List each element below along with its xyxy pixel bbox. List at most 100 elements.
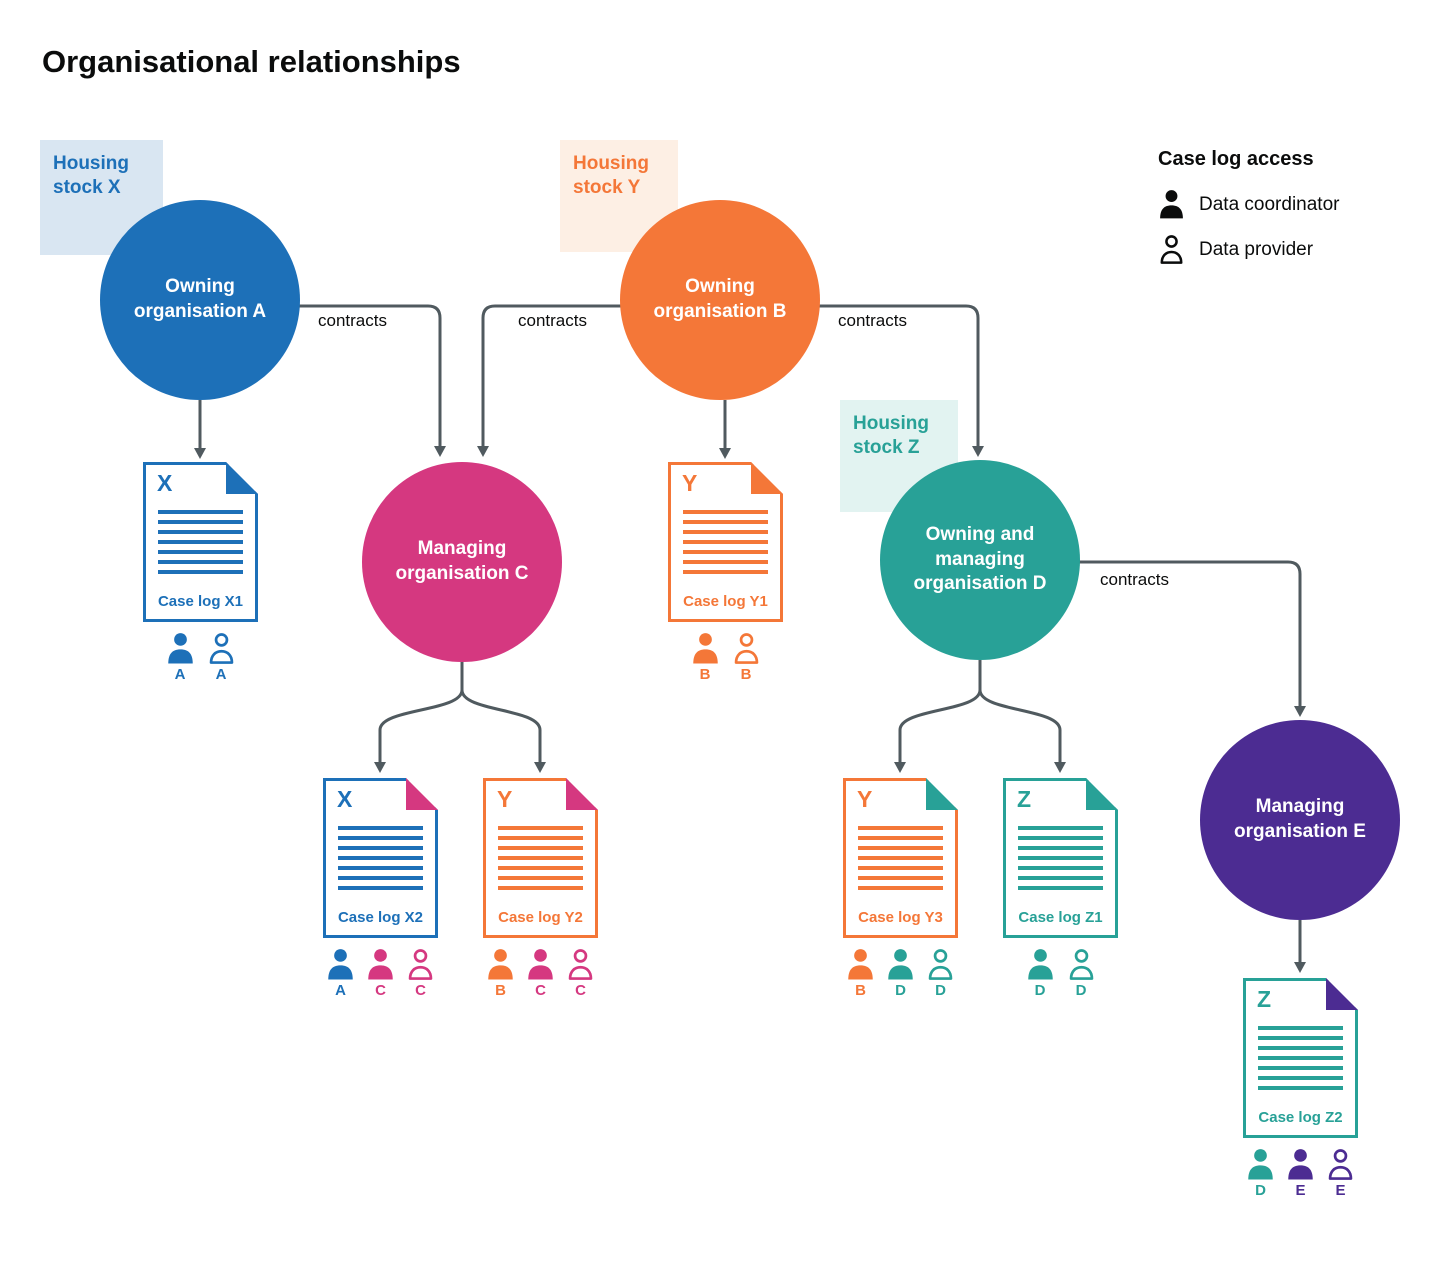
org-letter: D [895, 982, 906, 999]
person-filled-icon [528, 949, 553, 980]
stock-letter: X [337, 786, 353, 812]
case-log-doc-x2: X Case log X2 [323, 778, 438, 938]
case-log-doc-y1: Y Case log Y1 [668, 462, 783, 622]
case-log-label: Case log X2 [337, 909, 424, 926]
org-b-label: Owning organisation B [653, 276, 787, 322]
contracts-label-b-c: contracts [518, 311, 587, 330]
access-coordinator: A [162, 632, 198, 683]
case-log-label: Case log Y3 [858, 909, 943, 926]
org-letter: C [415, 982, 426, 999]
org-letter: B [740, 666, 752, 683]
legend-item-coordinator: Data coordinator [1158, 189, 1418, 220]
case-log-access-y1: B B [668, 632, 783, 683]
folded-corner-icon [226, 462, 258, 494]
stock-letter: Z [1257, 986, 1272, 1012]
access-coordinator: D [883, 948, 918, 999]
legend-title: Case log access [1158, 148, 1314, 170]
case-log-access-x2: A C C [323, 948, 438, 999]
contracts-label-d-e: contracts [1100, 570, 1169, 589]
legend-provider-label: Data provider [1199, 238, 1314, 260]
org-d-label: Owning and managing organisation D [913, 523, 1047, 595]
folded-corner-icon [751, 462, 783, 494]
access-coordinator: B [687, 632, 723, 683]
case-log-label: Case log X1 [157, 593, 244, 610]
access-provider: D [923, 948, 958, 999]
page-title: Organisational relationships [42, 44, 461, 79]
access-coordinator: B [843, 948, 878, 999]
case-log-label: Case log Y1 [683, 593, 768, 610]
stock-letter: Y [857, 786, 873, 812]
person-filled-icon [328, 949, 353, 980]
org-letter: A [215, 666, 227, 683]
folded-corner-icon [1086, 778, 1118, 810]
access-provider: C [403, 948, 438, 999]
case-log-access-z2: D E E [1243, 1148, 1358, 1199]
org-letter: B [699, 666, 711, 683]
org-letter: D [1034, 982, 1046, 999]
connector-d-to-z1 [978, 660, 1066, 773]
person-outline-icon [1160, 235, 1183, 264]
access-provider: A [203, 632, 239, 683]
org-letter: D [1075, 982, 1087, 999]
contracts-label-a-c: contracts [318, 311, 387, 330]
org-letter: B [855, 982, 866, 999]
org-letter: B [495, 982, 506, 999]
legend-item-provider: Data provider [1158, 234, 1418, 265]
case-log-label: Case log Y2 [498, 909, 583, 926]
access-coordinator: D [1243, 1148, 1278, 1199]
person-outline-icon [734, 633, 758, 664]
org-letter: E [1335, 1182, 1346, 1199]
org-circle-b: Owning organisation B [620, 200, 820, 400]
access-coordinator: B [483, 948, 518, 999]
person-outline-icon [1069, 949, 1093, 980]
person-filled-icon [1160, 190, 1183, 219]
access-coordinator: E [1283, 1148, 1318, 1199]
org-c-label: Managing organisation C [395, 538, 529, 584]
person-outline-icon [209, 633, 233, 664]
case-log-access-legend: Case log access Data coordinator Data pr… [1158, 148, 1418, 279]
document-text-lines [338, 826, 423, 890]
case-log-access-z1: D D [1003, 948, 1118, 999]
org-circle-a: Owning organisation A [100, 200, 300, 400]
person-filled-icon [167, 633, 193, 664]
case-log-label: Case log Z1 [1018, 909, 1103, 926]
access-coordinator: C [523, 948, 558, 999]
contracts-label-b-d: contracts [838, 311, 907, 330]
legend-coordinator-label: Data coordinator [1199, 193, 1340, 215]
access-provider: C [563, 948, 598, 999]
person-outline-icon [408, 949, 433, 980]
access-provider: B [728, 632, 764, 683]
person-filled-icon [692, 633, 718, 664]
org-letter: D [1255, 1182, 1266, 1199]
case-log-doc-y3: Y Case log Y3 [843, 778, 958, 938]
folded-corner-icon [566, 778, 598, 810]
stock-letter: Y [497, 786, 513, 812]
connector-c-to-x2 [374, 662, 464, 773]
folded-corner-icon [406, 778, 438, 810]
case-log-doc-x1: X Case log X1 [143, 462, 258, 622]
org-letter: A [335, 982, 346, 999]
document-text-lines [158, 510, 243, 574]
org-circle-d: Owning and managing organisation D [880, 460, 1080, 660]
org-letter: C [375, 982, 386, 999]
folded-corner-icon [926, 778, 958, 810]
case-log-doc-z1: Z Case log Z1 [1003, 778, 1118, 938]
person-filled-icon [1027, 949, 1053, 980]
person-filled-icon [1288, 1149, 1313, 1180]
document-text-lines [1258, 1026, 1343, 1090]
case-log-access-y2: B C C [483, 948, 598, 999]
org-letter: E [1295, 1182, 1306, 1199]
access-coordinator: A [323, 948, 358, 999]
document-text-lines [683, 510, 768, 574]
case-log-doc-z2: Z Case log Z2 [1243, 978, 1358, 1138]
connector-d-to-y3 [894, 660, 982, 773]
case-log-access-x1: A A [143, 632, 258, 683]
person-outline-icon [928, 949, 953, 980]
case-log-doc-y2: Y Case log Y2 [483, 778, 598, 938]
org-circle-c: Managing organisation C [362, 462, 562, 662]
connector-c-to-y2 [460, 662, 546, 773]
org-letter: A [174, 666, 186, 683]
stock-letter: Y [682, 470, 698, 496]
org-letter: C [575, 982, 586, 999]
